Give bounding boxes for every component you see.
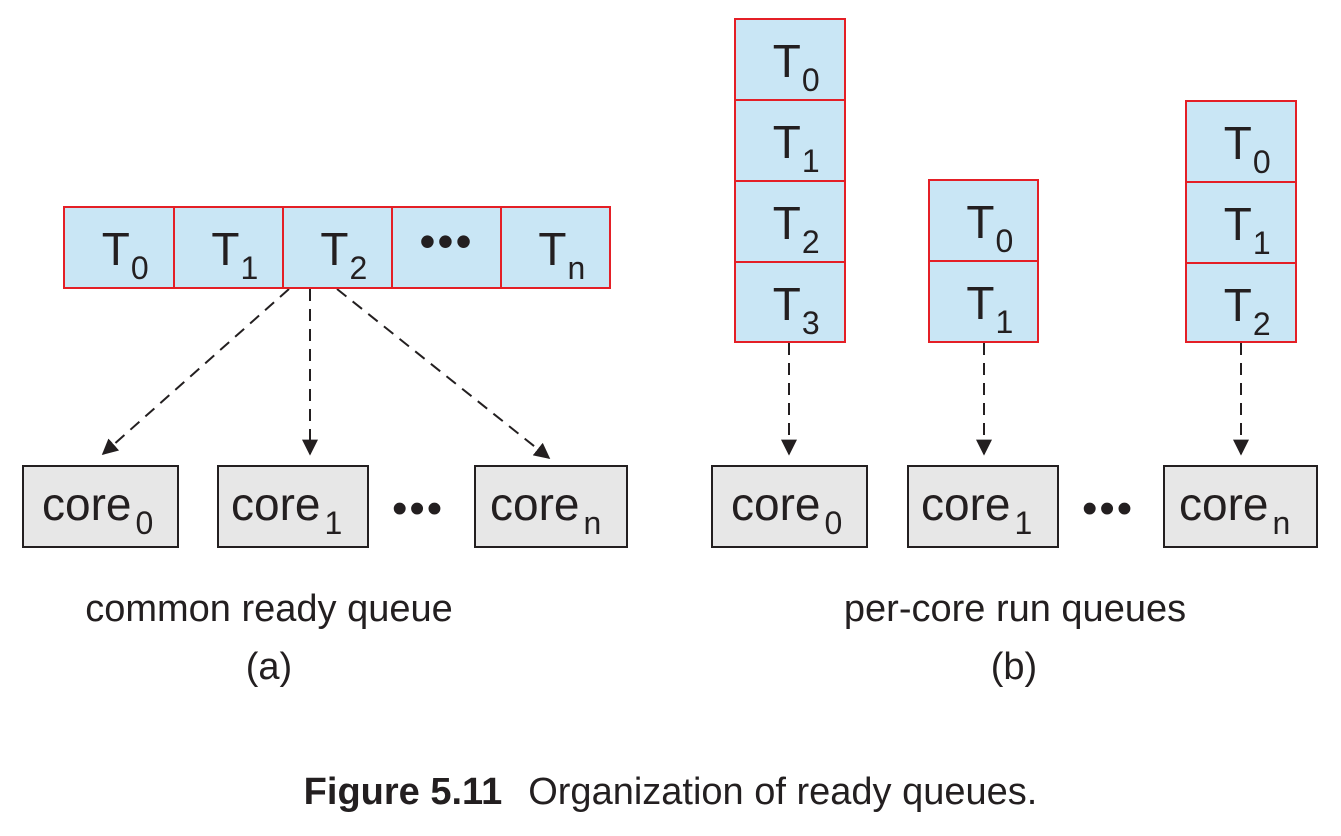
run-queue-0-t1: T1 [734, 99, 846, 182]
cores-ellipsis-b: ••• [1082, 484, 1135, 533]
figure-title: Organization of ready queues. [528, 771, 1038, 813]
caption-a: common ready queue [85, 588, 453, 630]
dispatch-arrow-coren [336, 288, 551, 459]
run-queue-n-t1: T1 [1185, 181, 1297, 264]
run-queue-1-t1: T1 [928, 260, 1039, 343]
cores-ellipsis-a: ••• [392, 484, 445, 533]
figure-caption: Figure 5.11 Organization of ready queues. [0, 773, 1341, 811]
queue-cell-t2: T2 [282, 206, 393, 289]
run-queue-1-t0: T0 [928, 179, 1039, 262]
tag-b: (b) [990, 646, 1038, 688]
queue-cell-ellipsis: ••• [391, 206, 502, 289]
queue-cell-t1: T1 [173, 206, 284, 289]
tag-a: (a) [245, 646, 293, 688]
run-queue-0-t0: T0 [734, 18, 846, 101]
figure-number: Figure 5.11 [303, 771, 503, 813]
queue-cell-tn: Tn [500, 206, 611, 289]
run-queue-n-t0: T0 [1185, 100, 1297, 183]
caption-b: per-core run queues [843, 588, 1187, 630]
run-queue-n-t2: T2 [1185, 262, 1297, 343]
run-queue-0-t2: T2 [734, 180, 846, 263]
dispatch-arrow-core0 [101, 288, 290, 456]
run-queue-0-t3: T3 [734, 261, 846, 343]
queue-cell-t0: T0 [63, 206, 175, 289]
